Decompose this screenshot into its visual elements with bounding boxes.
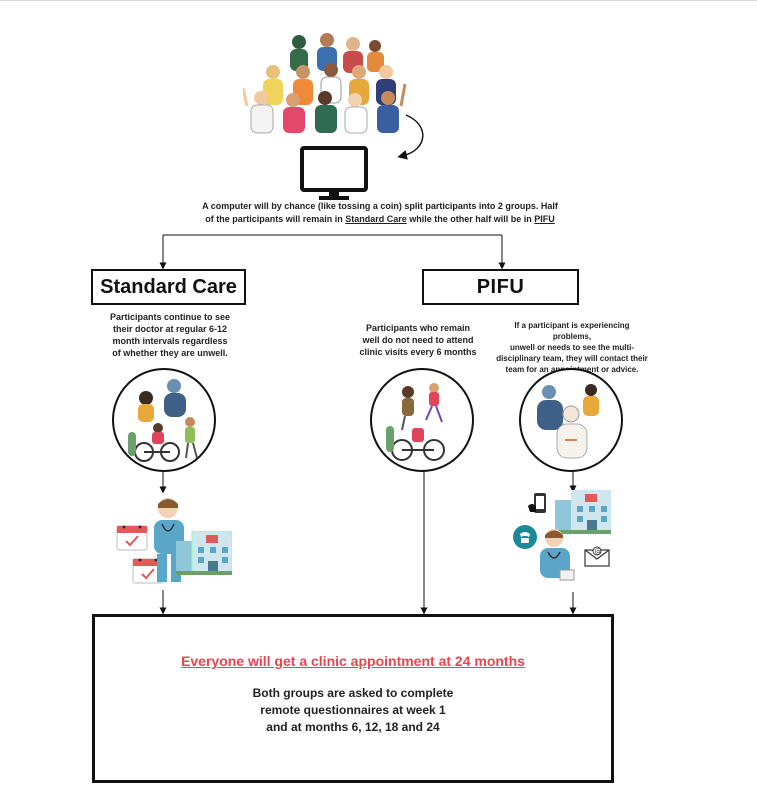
pifu-box: PIFU [422,269,579,305]
top-divider [0,0,757,1]
note-line: Participants continue to see [109,312,231,322]
intro-line-1: A computer will by chance (like tossing … [202,201,558,211]
randomisation-explanation: A computer will by chance (like tossing … [130,200,630,226]
pifu-unwell-note: If a participant is experiencing problem… [496,320,648,375]
final-body-line: and at months 6, 12, 18 and 24 [266,720,440,734]
intro-line-2-middle: while the other half will be in [406,214,535,224]
mobile-phone-icon [528,493,546,513]
note-line: Participants who remain [365,323,471,333]
doctor-icon [540,529,575,581]
pifu-unwell-illustration [519,368,623,472]
note-line: of whether they are unwell. [112,348,228,358]
curved-arrow-icon [397,114,424,160]
pifu-well-illustration [370,368,474,472]
standard-care-box: Standard Care [91,269,246,305]
hospital-icon [176,531,232,575]
standard-care-note: Participants continue to see their docto… [100,311,240,359]
final-body: Both groups are asked to complete remote… [95,685,611,736]
svg-text:@: @ [595,548,602,556]
note-line: unwell or needs to see the multi- [509,343,635,352]
note-line: clinic visits every 6 months [359,347,477,357]
final-outcome-box: Everyone will get a clinic appointment a… [92,614,614,783]
note-line: disciplinary team, they will contact the… [496,354,648,363]
phone-icon [513,525,537,549]
intro-line-2-prefix: of the participants will remain in [205,214,346,224]
final-body-line: remote questionnaires at week 1 [260,703,446,717]
intro-pifu-link: PIFU [534,214,555,224]
computer-monitor-icon [300,146,368,200]
final-body-line: Both groups are asked to complete [252,686,454,700]
standard-care-title: Standard Care [100,275,237,298]
email-icon: @ [584,546,610,567]
hospital-icon [555,490,611,534]
intro-standard-care-link: Standard Care [345,214,407,224]
calendar-icon [132,558,164,584]
note-line: well do not need to attend [362,335,474,345]
final-headline: Everyone will get a clinic appointment a… [181,653,525,669]
pifu-well-note: Participants who remain well do not need… [342,322,494,358]
pifu-title: PIFU [476,275,525,298]
note-line: month intervals regardless [112,336,228,346]
note-line: their doctor at regular 6-12 [112,324,228,334]
note-line: If a participant is experiencing problem… [514,321,630,341]
standard-care-illustration [112,368,216,472]
intro-line-2: of the participants will remain in Stand… [130,213,630,226]
calendar-icon [116,525,148,551]
people-crowd-icon [243,33,407,134]
